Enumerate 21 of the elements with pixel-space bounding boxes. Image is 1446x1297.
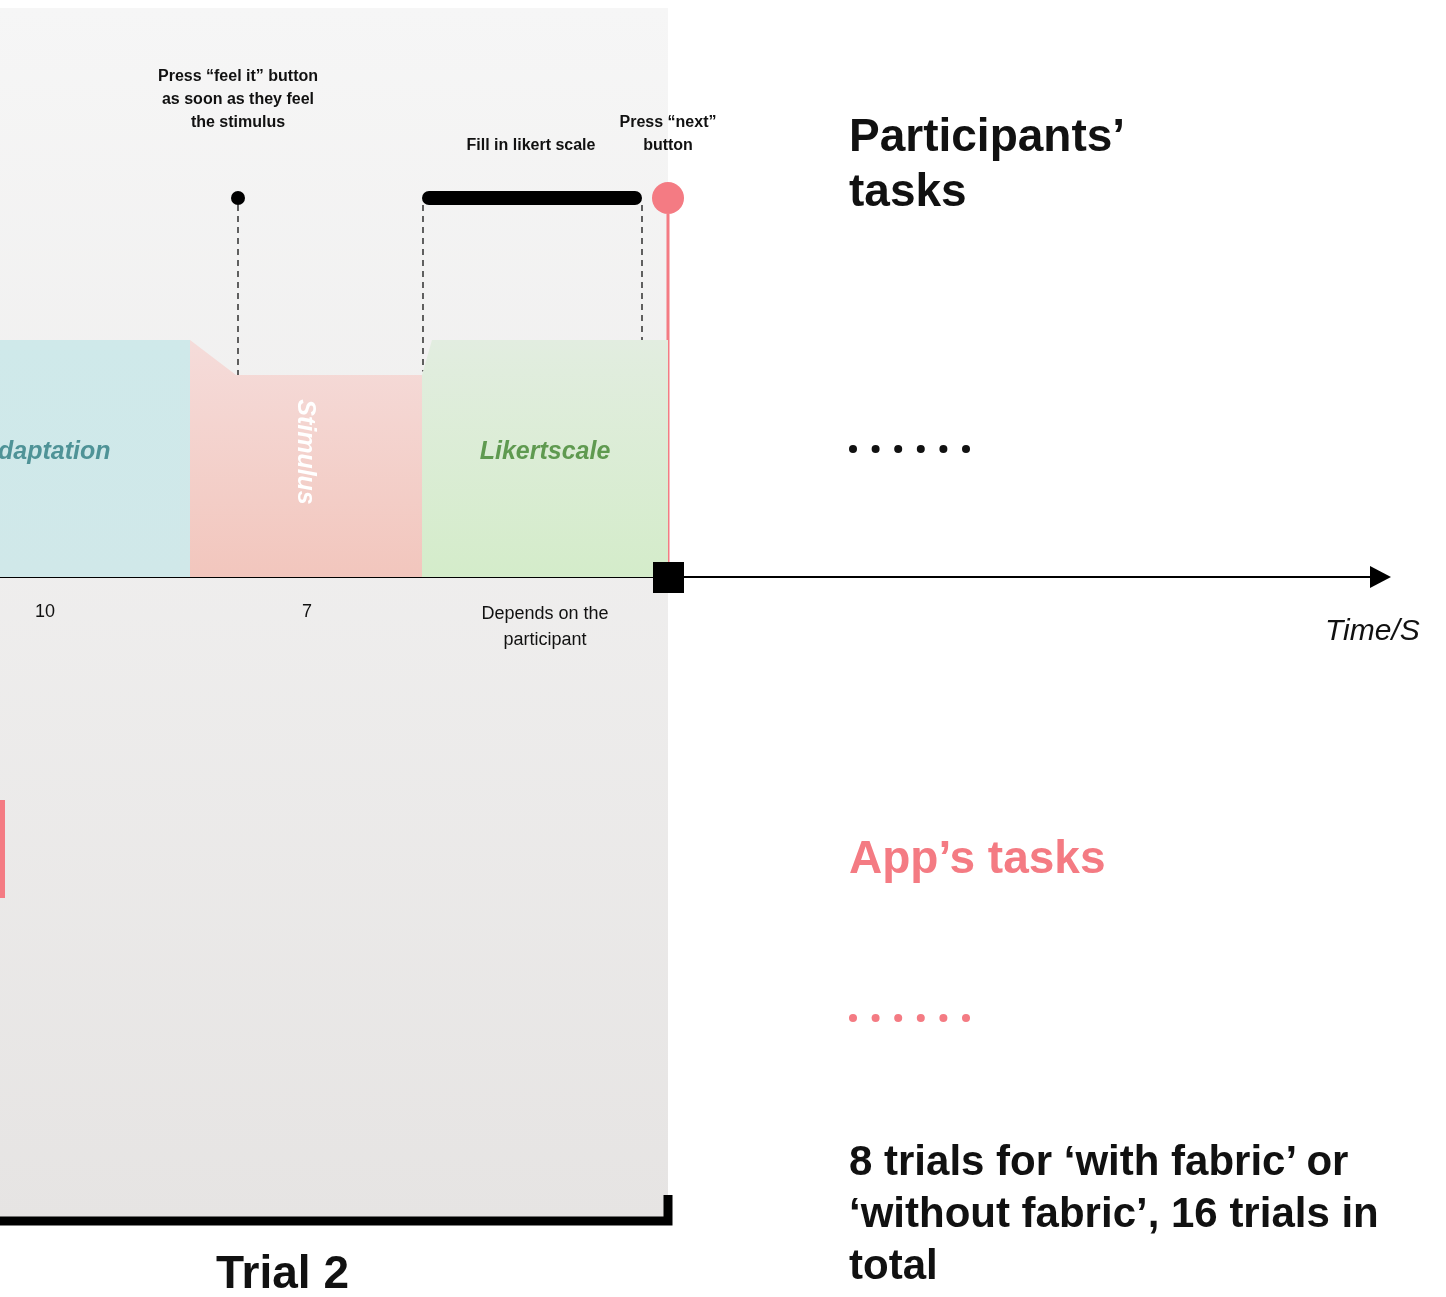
task-annotation: Press “feel it” button as soon as they feel the stimulus	[157, 66, 319, 132]
adaptation-block	[0, 340, 190, 577]
trial-label: Trial 2	[215, 1245, 350, 1297]
leader-line	[237, 204, 239, 376]
phase-label: Likertscale	[479, 436, 611, 465]
task-annotation: Fill in likert scale	[465, 135, 597, 155]
trial-note: 8 trials for ‘with fabric’ or ‘without fabric’, 16 trials in total	[849, 1136, 1380, 1290]
leader-line	[641, 204, 643, 341]
task-duration-bar	[422, 191, 642, 205]
section-heading: App’s tasks	[849, 830, 1107, 885]
event-dot	[652, 182, 684, 214]
duration-label: Depends on the participant	[480, 602, 610, 651]
task-annotation: Press “next” button	[618, 112, 718, 155]
stimulus-block	[190, 340, 422, 577]
duration-label: 7	[301, 600, 313, 622]
phase-label: Stimulus	[291, 399, 321, 505]
section-heading: Participants’ tasks	[849, 108, 1124, 218]
likertscale-block	[422, 340, 668, 577]
duration-label: 10	[34, 600, 56, 622]
axis-label: Time/S	[1325, 612, 1421, 648]
event-marker	[653, 562, 684, 593]
